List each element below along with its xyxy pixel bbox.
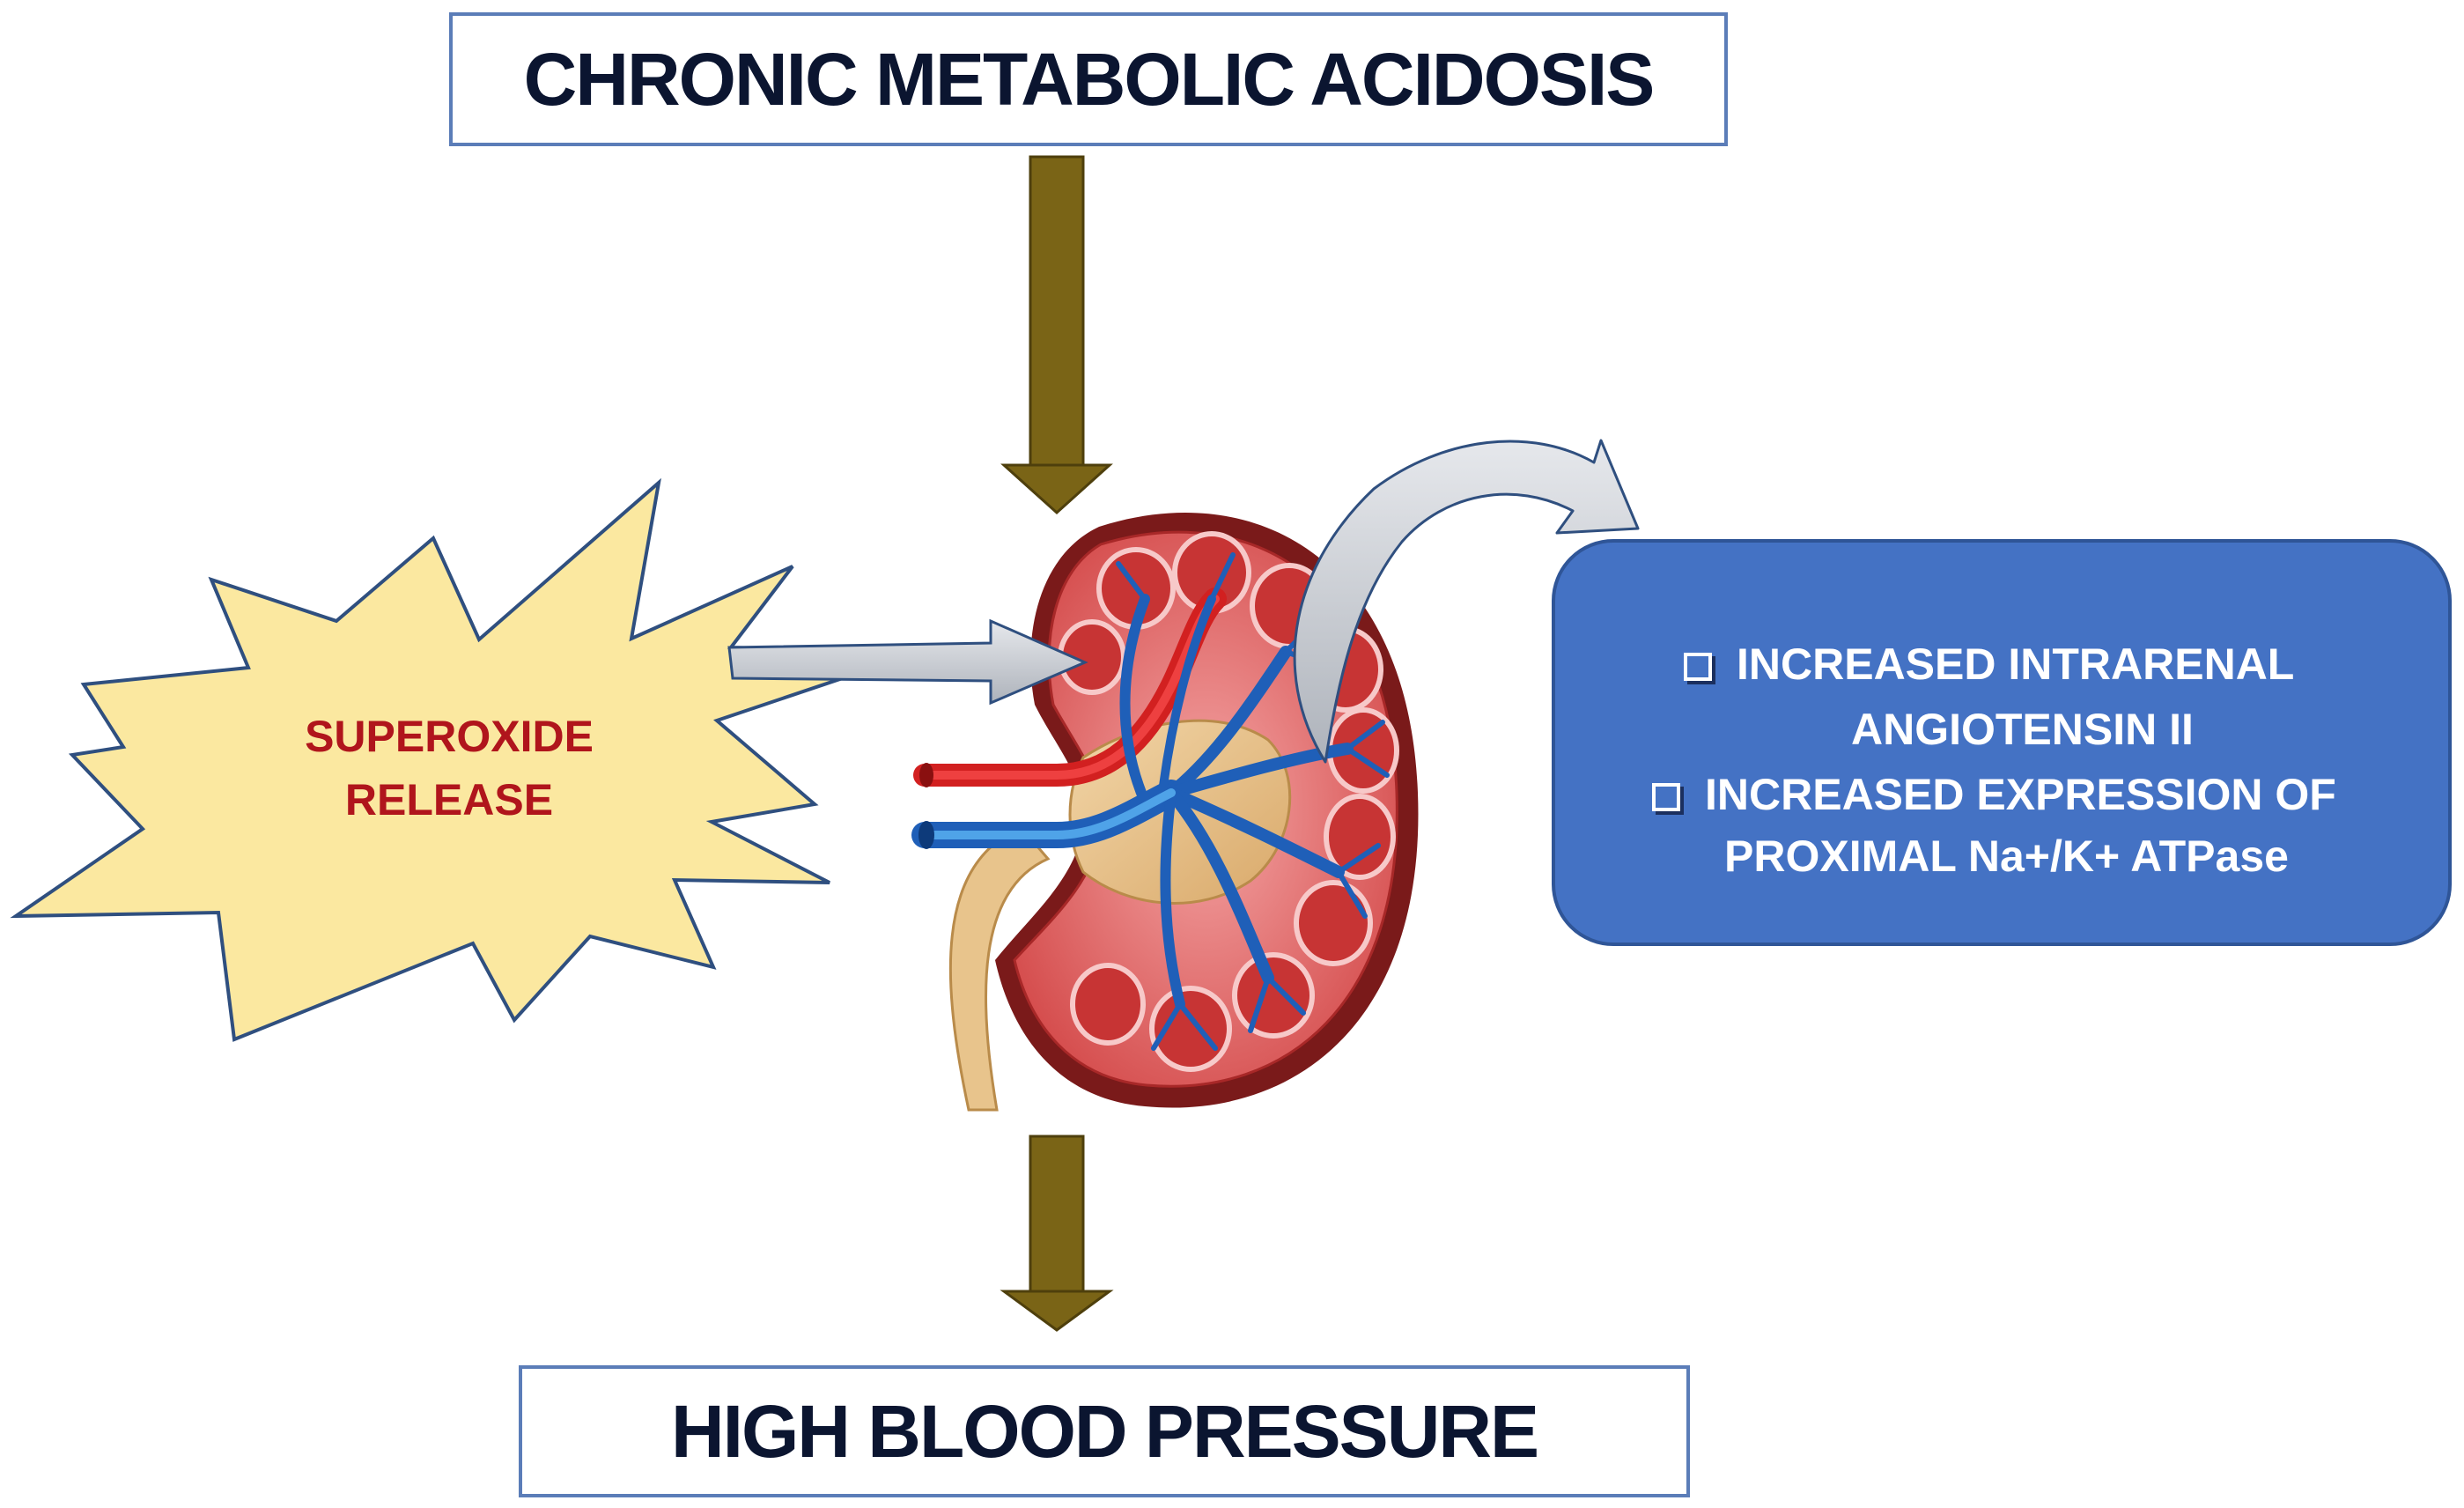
chronic-metabolic-acidosis-box: CHRONIC METABOLIC ACIDOSIS: [449, 12, 1728, 146]
burst-line-1: SUPEROXIDE: [305, 712, 594, 761]
down-arrow-bottom: [1000, 1135, 1114, 1332]
panel-item-2-line-1: INCREASED EXPRESSION OF: [1705, 770, 2336, 819]
panel-item-2-line-2: PROXIMAL Na+/K+ ATPase: [1724, 832, 2289, 881]
curved-gray-arrow: [1293, 439, 1640, 764]
panel-item-2: INCREASED EXPRESSION OF: [1652, 763, 2336, 826]
panel-item-1-cont: ANGIOTENSIN II: [1851, 698, 2194, 761]
panel-item-1: INCREASED INTRARENAL: [1684, 632, 2294, 696]
panel-item-1-line-1: INCREASED INTRARENAL: [1737, 639, 2295, 689]
panel-item-2-cont: PROXIMAL Na+/K+ ATPase: [1724, 824, 2289, 888]
panel-item-1-line-2: ANGIOTENSIN II: [1851, 705, 2194, 754]
checkbox-bullet-icon: [1652, 783, 1680, 811]
gray-arrow-burst-to-kidney: [727, 618, 1088, 706]
down-arrow-top: [1000, 155, 1113, 515]
superoxide-release-label: SUPEROXIDE RELEASE: [211, 705, 687, 832]
high-blood-pressure-box: HIGH BLOOD PRESSURE: [519, 1365, 1690, 1497]
top-label: CHRONIC METABOLIC ACIDOSIS: [523, 37, 1656, 121]
checkbox-bullet-icon: [1684, 653, 1712, 681]
bottom-label: HIGH BLOOD PRESSURE: [670, 1389, 1539, 1473]
effects-panel: INCREASED INTRARENAL ANGIOTENSIN II INCR…: [1552, 539, 2452, 946]
burst-line-2: RELEASE: [344, 775, 554, 824]
superoxide-burst: [10, 477, 917, 1042]
